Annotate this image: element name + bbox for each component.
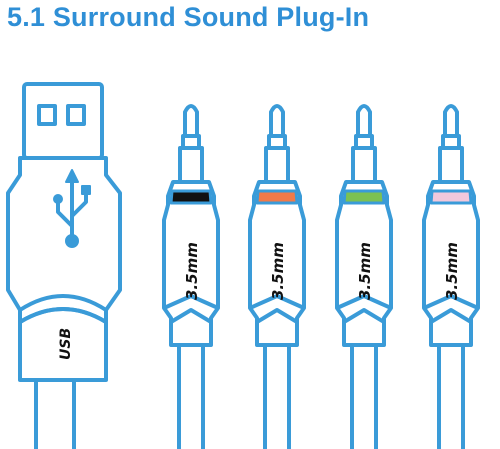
jack-tip (183, 104, 199, 138)
jack-color-band (255, 189, 299, 205)
jack-color-band (342, 189, 386, 205)
usb-collar-lower (18, 307, 108, 324)
usb-label: USB (58, 328, 74, 360)
usb-housing (6, 156, 122, 382)
jack-sleeve (438, 146, 464, 184)
usb-connector-head (22, 82, 104, 160)
jack-tip (356, 104, 372, 138)
jack-chevron (163, 294, 219, 310)
jack-tip (443, 104, 459, 138)
usb-contact-slot-left (37, 104, 57, 126)
jack-chevron-lower (255, 308, 299, 324)
jack-chevron-lower (169, 308, 213, 324)
jack-sleeve (351, 146, 377, 184)
jack-body (422, 180, 480, 347)
jack-cable (177, 343, 205, 449)
jack-2: 3.5mm (248, 104, 306, 449)
jack-size-label: 3.5mm (443, 242, 461, 300)
jack-1: 3.5mm (162, 104, 220, 449)
jack-body (335, 180, 393, 347)
jack-chevron (249, 294, 305, 310)
jack-size-label: 3.5mm (269, 242, 287, 300)
jack-chevron (336, 294, 392, 310)
audio-jacks: 3.5mm 3.5mm 3.5mm 3.5mm (162, 104, 480, 449)
jack-chevron-lower (429, 308, 473, 324)
jack-color-band (169, 189, 213, 205)
jack-sleeve (264, 146, 290, 184)
usb-symbol-icon (53, 169, 91, 248)
jack-cable (350, 343, 378, 449)
jack-4: 3.5mm (422, 104, 480, 449)
usb-plug (6, 82, 122, 449)
jack-chevron-lower (342, 308, 386, 324)
jack-sleeve (178, 146, 204, 184)
jack-body (248, 180, 306, 347)
jack-size-label: 3.5mm (356, 242, 374, 300)
jack-cable (263, 343, 291, 449)
usb-contact-slot-right (66, 104, 86, 126)
jack-chevron (423, 294, 479, 310)
jack-cable (437, 343, 465, 449)
jack-color-band (429, 189, 473, 205)
jack-body (162, 180, 220, 347)
usb-cable (34, 378, 76, 449)
diagram-title: 5.1 Surround Sound Plug-In (7, 2, 370, 32)
jack-tip (269, 104, 285, 138)
jack-size-label: 3.5mm (183, 242, 201, 300)
jack-3: 3.5mm (335, 104, 393, 449)
